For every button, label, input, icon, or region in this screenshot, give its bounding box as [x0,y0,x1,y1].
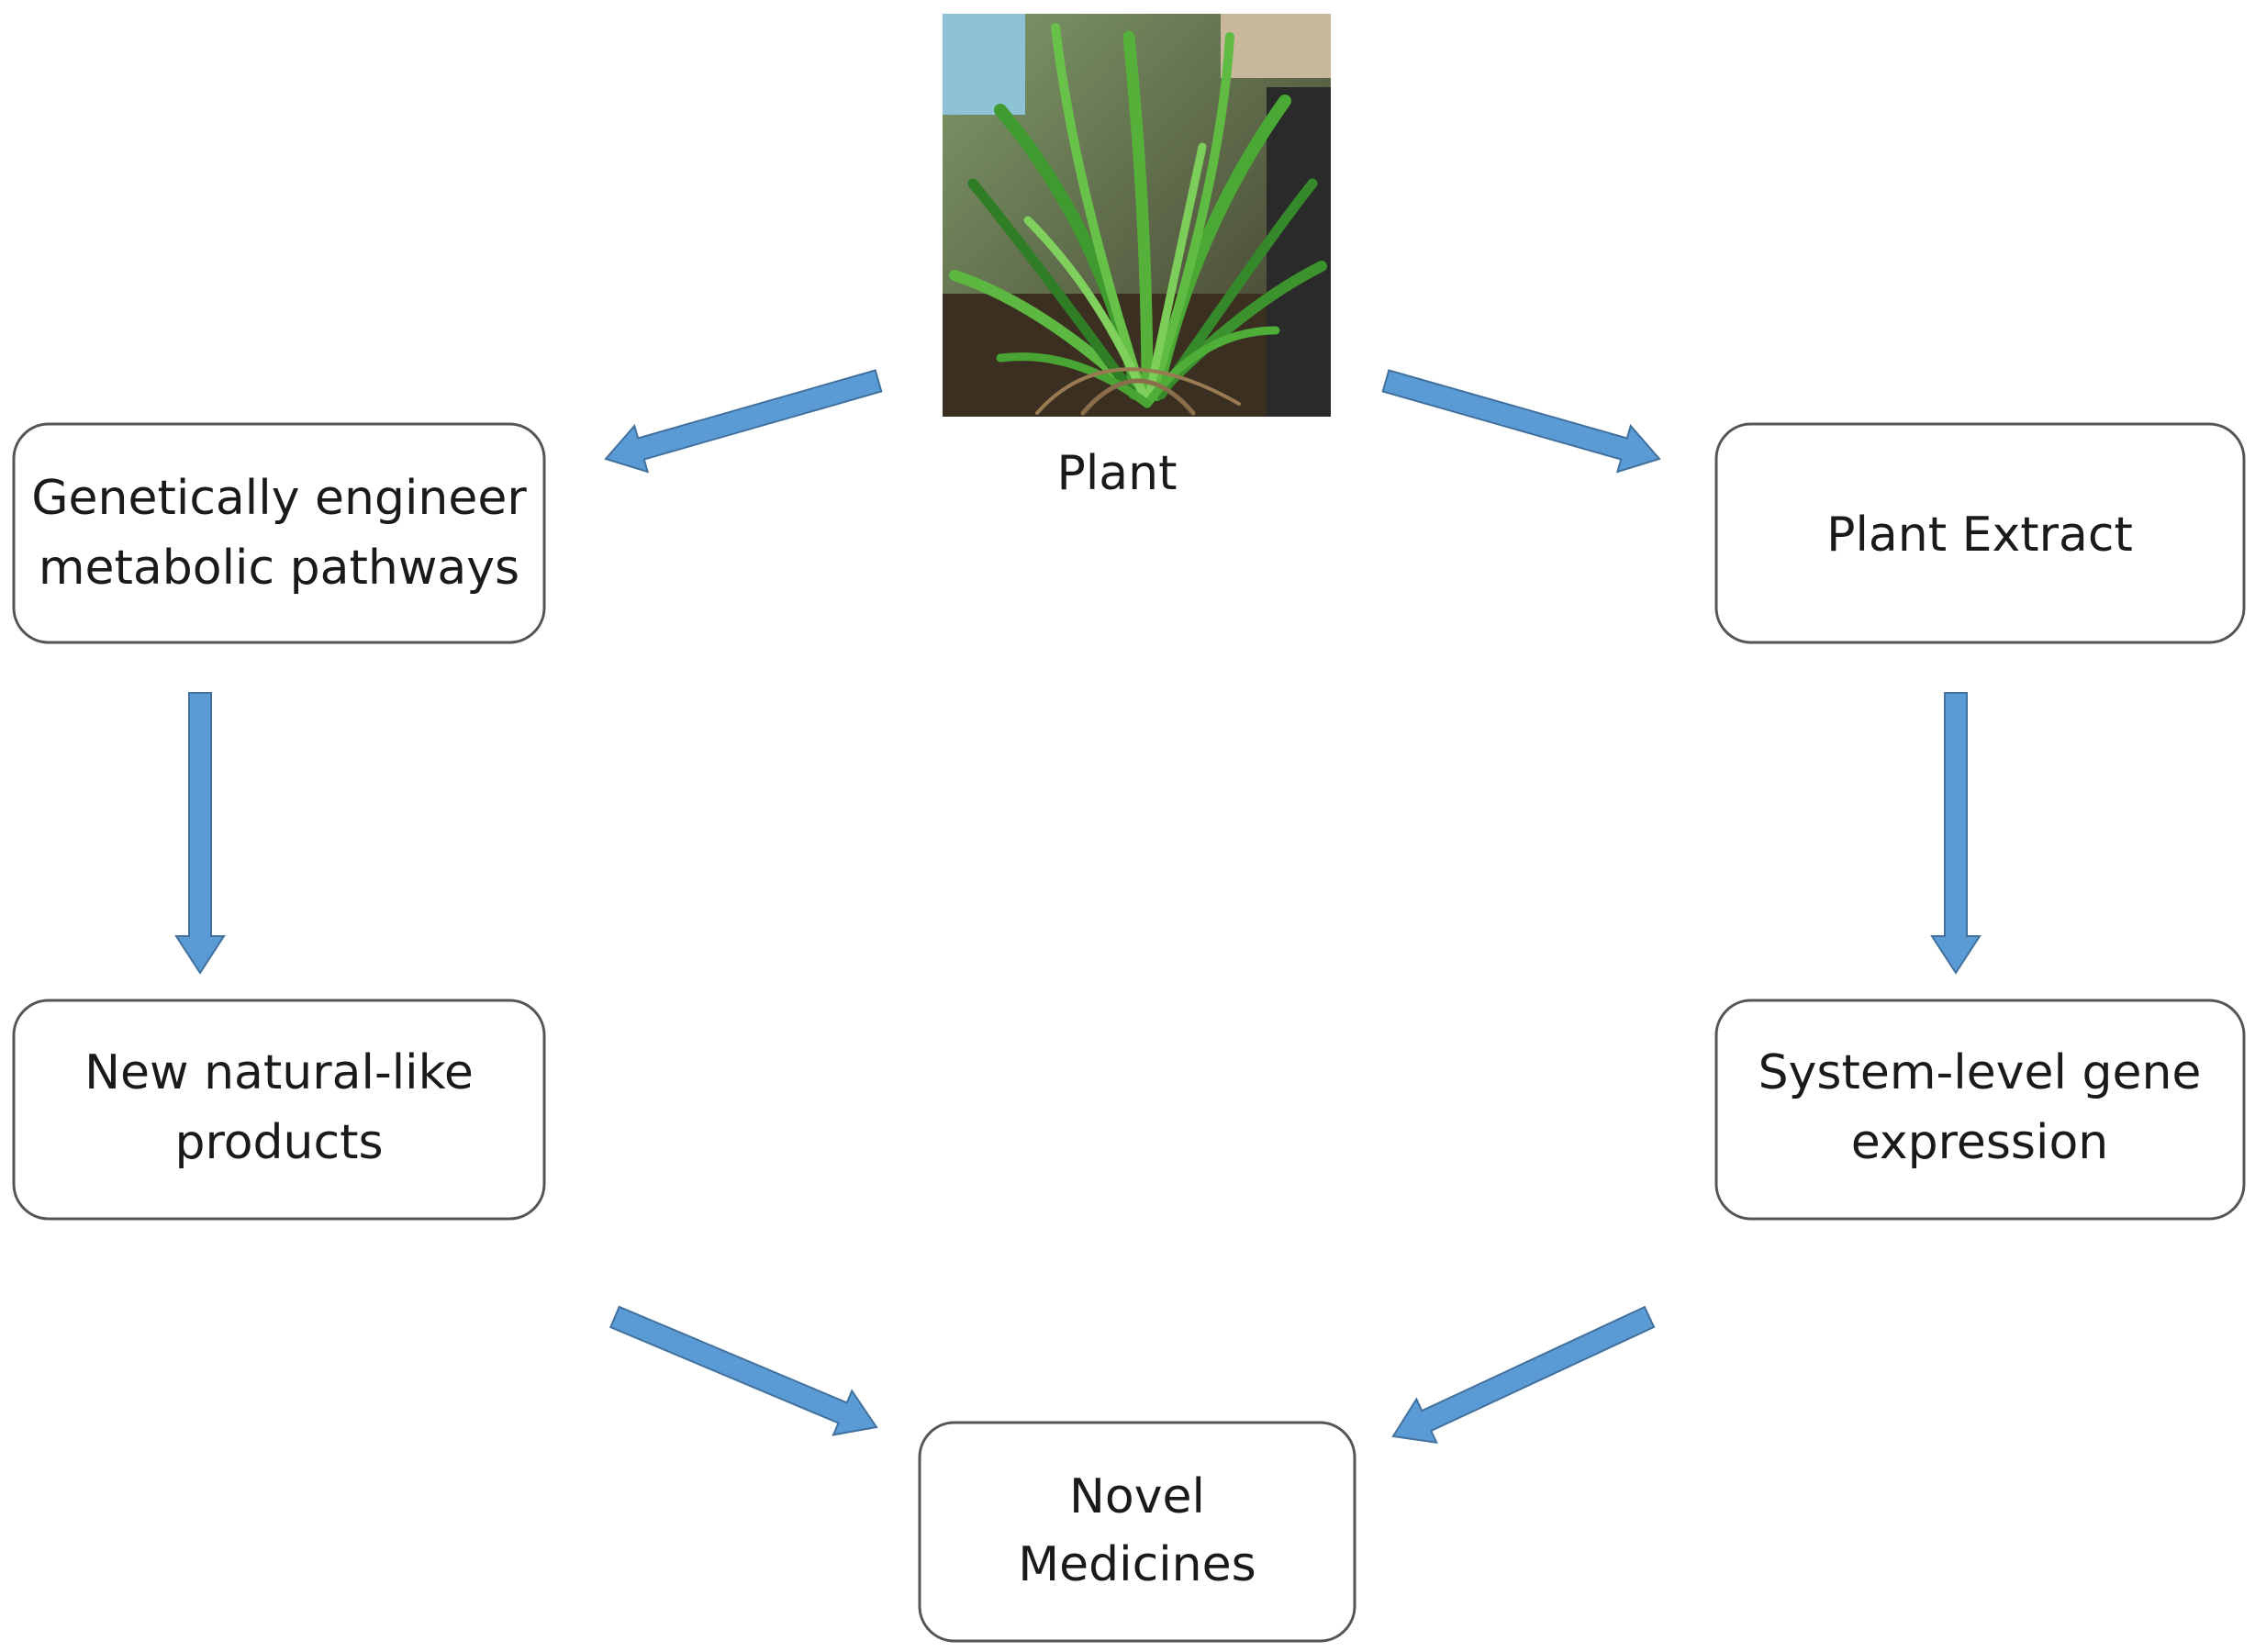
plant-label: Plant [1056,446,1177,501]
node-plant-extract-line1: Plant Extract [1826,508,2133,563]
node-genetic-engineering-line1: Genetically engineer [31,471,527,526]
arrow-genetic-to-natural [174,692,226,975]
node-genetic-engineering-line2: metabolic pathways [39,541,519,596]
arrow-system-to-medicines [1391,1305,1656,1444]
node-novel-medicines-line2: Medicines [1018,1537,1256,1592]
node-plant-extract: Plant Extract [1714,422,2246,644]
node-novel-medicines: Novel Medicines [918,1421,1356,1643]
node-gene-expression: System-level gene expression [1714,999,2246,1221]
arrow-plant-to-genetic [604,369,883,474]
node-novel-medicines-line1: Novel [1069,1469,1205,1524]
arrow-natural-to-medicines [608,1305,878,1436]
arrow-plant-to-extract [1381,369,1661,474]
node-natural-products: New natural-like products [12,999,546,1221]
node-gene-expression-line1: System-level gene [1758,1045,2202,1100]
node-natural-products-line1: New natural-like [84,1045,474,1100]
node-genetic-engineering: Genetically engineer metabolic pathways [12,422,546,644]
node-natural-products-line2: products [174,1115,383,1170]
arrow-extract-to-system [1930,692,1981,975]
node-gene-expression-line2: expression [1851,1115,2109,1170]
plant-photo [943,14,1331,417]
arrows [174,369,1981,1444]
